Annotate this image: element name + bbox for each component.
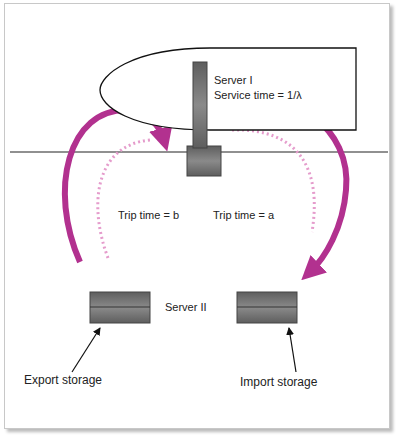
trip-dotted-arc <box>98 140 150 258</box>
storage-label: Import storage <box>240 376 317 389</box>
server-label: Server II <box>165 301 207 314</box>
crane-base <box>187 146 221 176</box>
export-storage-block <box>90 292 150 323</box>
import-storage-block <box>237 292 297 323</box>
leader-arrow <box>289 328 296 372</box>
trip-arrow-b <box>65 110 164 262</box>
leader-arrow <box>72 328 100 372</box>
trip-time-label: Trip time = b <box>118 209 179 222</box>
storage-label: Export storage <box>24 374 102 387</box>
ship-outline: Server I Service time = 1/λ <box>100 46 358 132</box>
server-name: Server I <box>214 74 253 87</box>
trip-time-label: Trip time = a <box>213 209 274 222</box>
service-time: Service time = 1/λ <box>214 89 302 102</box>
